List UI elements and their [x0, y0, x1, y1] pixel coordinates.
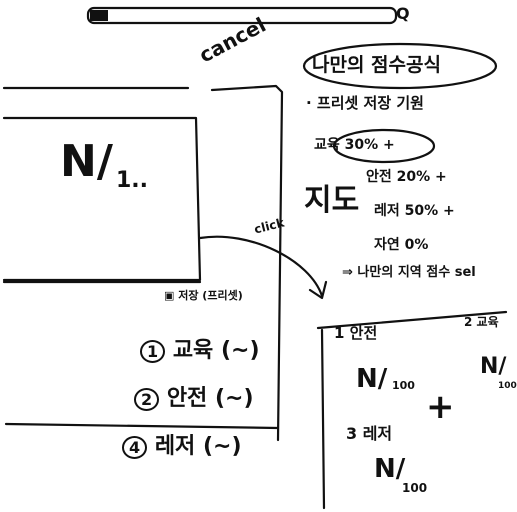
menu-item-label: 레저 (~) [154, 434, 242, 459]
save-preset-button[interactable]: ▣ 저장 (프리셋) [164, 290, 243, 301]
panel-fraction-3-numerator: N/ [374, 454, 406, 484]
formula-title: 나만의 점수공식 [312, 54, 441, 76]
save-icon: ▣ [164, 289, 179, 302]
menu-item-leisure[interactable]: 4 레저 (~) [122, 434, 242, 459]
search-bar-handle [90, 10, 108, 21]
panel-item-safety[interactable]: 1 안전 [334, 324, 378, 342]
formula-result: ⇒ 나만의 지역 점수 sel [342, 265, 476, 280]
safety-weight: 안전 20% + [366, 169, 447, 185]
panel-fraction-2-numerator: N/ [480, 354, 507, 379]
menu-item-number: 1 [140, 340, 166, 363]
ratio-denominator: 1.. [116, 168, 149, 193]
education-circle [332, 128, 436, 164]
panel-item-leisure[interactable]: 3 레저 [346, 424, 393, 443]
menu-item-number: 2 [134, 388, 160, 411]
panel-fraction-2-denominator: 100 [498, 381, 517, 391]
title-oval [302, 42, 498, 90]
menu-item-number: 4 [122, 436, 148, 459]
menu-item-label: 안전 (~) [166, 386, 254, 411]
panel-plus-operator: + [426, 387, 455, 427]
flow-arrow [198, 235, 328, 300]
result-panel-frame [316, 310, 508, 510]
menu-item-safety[interactable]: 2 안전 (~) [134, 386, 254, 411]
leisure-weight: 레저 50% + [374, 203, 455, 219]
panel-item-education[interactable]: 2 교육 [464, 315, 499, 329]
search-icon[interactable]: Q [396, 4, 410, 23]
panel-fraction-1-denominator: 100 [392, 379, 415, 392]
panel-fraction-1-numerator: N/ [356, 364, 388, 394]
ratio-numerator: N/ [60, 136, 113, 187]
map-label[interactable]: 지도 [304, 183, 360, 218]
ratio-box [2, 116, 202, 282]
monitor-frame [2, 84, 284, 442]
preset-note: · 프리셋 저장 기원 [306, 94, 424, 112]
menu-item-education[interactable]: 1 교육 (~) [140, 338, 260, 363]
menu-item-label: 교육 (~) [172, 338, 260, 363]
nature-weight: 자연 0% [374, 237, 429, 253]
save-label: 저장 (프리셋) [178, 289, 243, 302]
panel-fraction-3-denominator: 100 [402, 481, 428, 495]
search-bar-outline[interactable] [86, 6, 398, 25]
education-weight: 교육 30% + [314, 137, 395, 153]
